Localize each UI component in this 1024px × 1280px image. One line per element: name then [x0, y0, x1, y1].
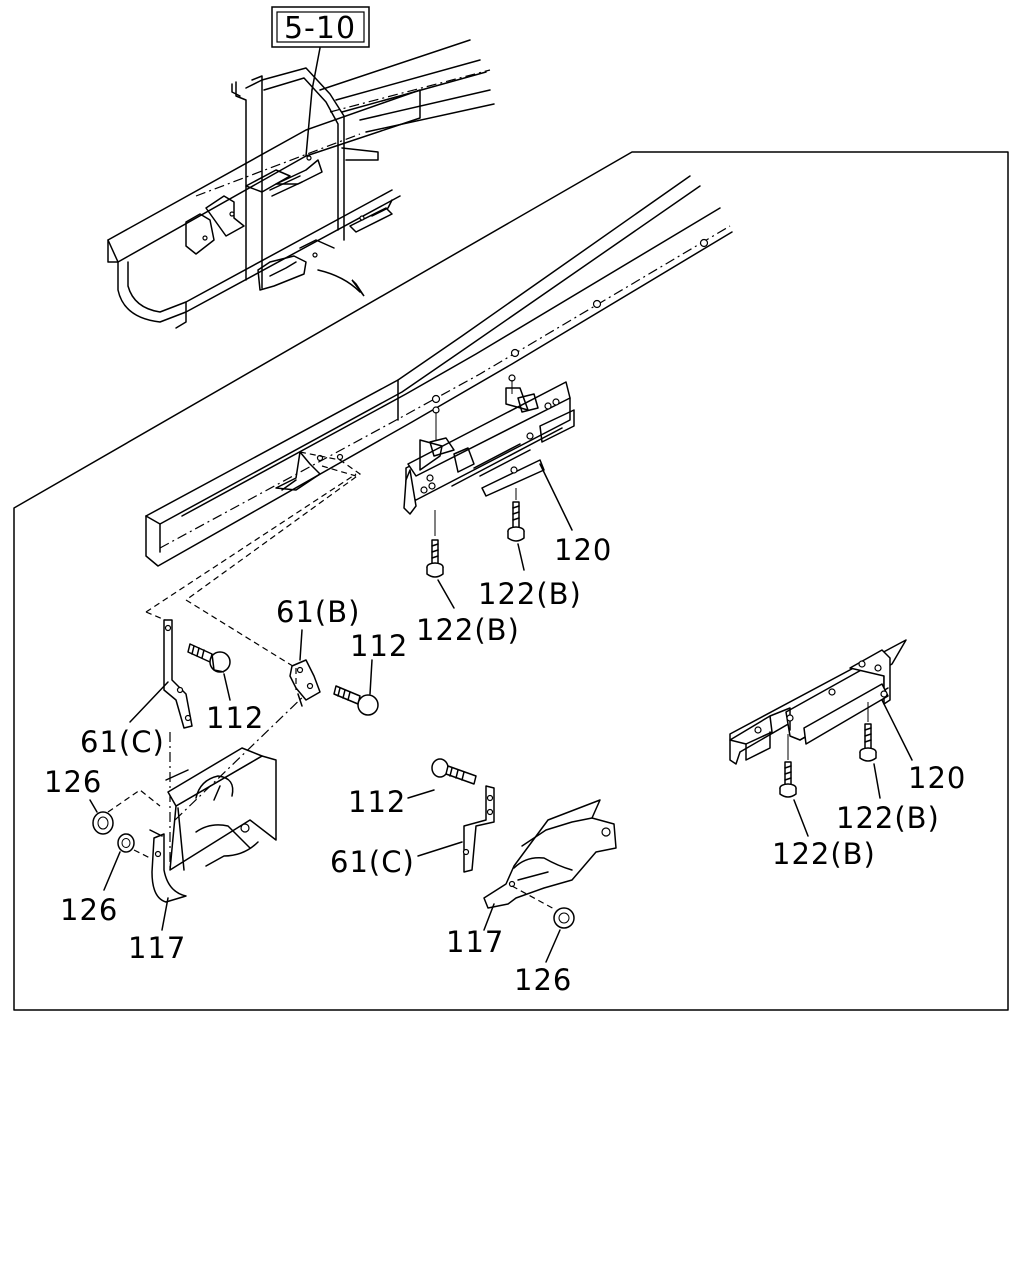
- callout-112-left: 112: [206, 701, 264, 735]
- leader-line: [133, 849, 151, 859]
- bracket-61c-left[interactable]: [163, 619, 193, 729]
- bolt-112-left[interactable]: [187, 643, 231, 673]
- bolt-112-lower[interactable]: [431, 758, 477, 785]
- callout-122b-right-upper: 122(B): [836, 801, 940, 835]
- callout-126-upper: 126: [44, 765, 102, 799]
- callout-122b-upper-right: 122(B): [478, 577, 582, 611]
- reference-leader: [311, 47, 321, 91]
- bolt-112-middle[interactable]: [333, 685, 379, 716]
- callout-leaders: [89, 463, 913, 963]
- callout-61c-left: 61(C): [80, 725, 165, 759]
- callout-labels: 120 122(B) 122(B) 61(B) 112 112 61(C) 12…: [44, 533, 966, 997]
- callout-120-right: 120: [908, 761, 966, 795]
- callout-112-middle: 112: [350, 629, 408, 663]
- bracket-61c-right[interactable]: [462, 785, 495, 873]
- bracket-61b[interactable]: [289, 659, 321, 707]
- reference-label: 5-10: [284, 11, 356, 46]
- reference-box[interactable]: 5-10: [271, 6, 370, 48]
- nut-126-upper[interactable]: [92, 811, 114, 835]
- frame-bracket-120-right[interactable]: [729, 639, 907, 765]
- callout-122b-upper-left: 122(B): [416, 613, 520, 647]
- frame-bracket-120-upper[interactable]: [403, 374, 575, 515]
- callout-61c-right: 61(C): [330, 845, 415, 879]
- part-117-left[interactable]: [149, 747, 277, 903]
- nut-126-lower[interactable]: [117, 833, 135, 853]
- bolt-122b-right-upper[interactable]: [859, 702, 877, 762]
- bolt-122b-upper-right[interactable]: [507, 488, 525, 542]
- callout-112-lower: 112: [348, 785, 406, 819]
- overview-frame: [107, 39, 495, 329]
- bolt-122b-right-lower[interactable]: [779, 734, 797, 798]
- callout-126-right: 126: [514, 963, 572, 997]
- callout-117-left: 117: [128, 931, 186, 965]
- leader-line: [107, 789, 161, 813]
- detail-frame-rail: [145, 175, 733, 669]
- callout-126-lower: 126: [60, 893, 118, 927]
- detail-border: [13, 151, 1009, 1011]
- part-117-right[interactable]: [483, 799, 617, 909]
- callout-122b-right-lower: 122(B): [772, 837, 876, 871]
- callout-117-right: 117: [446, 925, 504, 959]
- leader-line: [511, 885, 557, 911]
- bolt-122b-upper-left[interactable]: [426, 510, 444, 578]
- nut-126-right[interactable]: [553, 907, 575, 929]
- callout-61b: 61(B): [276, 595, 360, 629]
- callout-120-upper: 120: [554, 533, 612, 567]
